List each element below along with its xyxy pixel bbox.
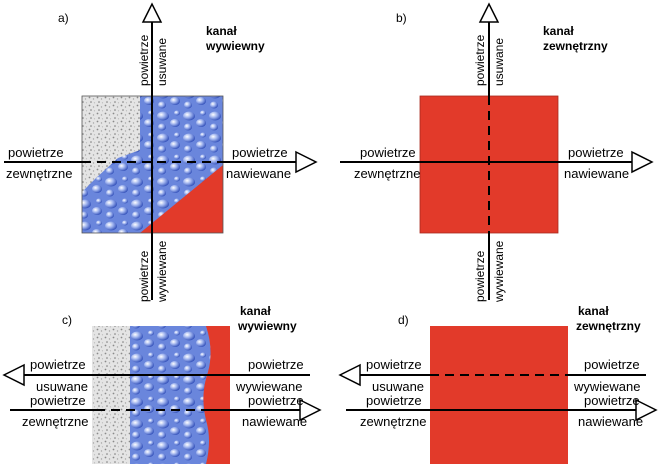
panel-b-right-label-line2: nawiewane [564,166,629,181]
panel-b-letter: b) [396,11,407,25]
panel-c-upper-right-label-line1: powietrze [248,357,304,372]
panel-d-letter: d) [398,313,409,327]
panel-c-upper-right-label-line2: wywiewane [235,379,302,394]
panel-d-upper-left-label-line1: powietrze [366,357,422,372]
panel-c-exchanger-square [92,326,230,464]
panel-a-up-arrow-icon [141,2,163,23]
panel-c-lower-right-label-line2: nawiewane [242,414,307,429]
panel-a-right-arrow-icon [295,150,318,174]
panel-b-channel-label-line2: zewnętrzny [543,39,608,53]
panel-a-top-label-line2: usuwane [155,38,169,86]
panel-b-left-label-line2: zewnętrzne [354,166,420,181]
panel-b: b) kanał zewnętrzny powietrze usuwane po… [340,2,654,303]
panel-b-right-label-line1: powietrze [568,145,624,160]
panel-d-lower-left-label-line2: zewnętrzne [360,414,426,429]
panel-c-lower-left-label-line1: powietrze [30,393,86,408]
panel-d-channel-label-line2: zewnętrzny [576,319,641,333]
panel-c-channel-label-line2: wywiewny [237,319,297,333]
panel-c-letter: c) [62,313,72,327]
panel-a-left-label-line1: powietrze [8,145,64,160]
panel-b-top-label-line2: usuwane [492,38,506,86]
panel-a-bottom-label-line2: wywiewane [155,240,169,303]
panel-d-right-arrow-icon [635,398,658,422]
panel-a-right-label-line2: nawiewane [226,166,291,181]
panel-c-lower-right-label-line1: powietrze [248,393,304,408]
panel-d-lower-left-label-line1: powietrze [366,393,422,408]
panel-a-channel-label-line1: kanał [206,24,237,38]
panel-d: d) kanał zewnętrzny powietrze usuwane po… [338,304,658,464]
panel-c: c) kanał wywiewny powietrze usuwane powi… [2,304,322,464]
panel-c-upper-left-label-line1: powietrze [30,357,86,372]
panel-d-lower-right-label-line1: powietrze [584,393,640,408]
panel-a-top-label-line1: powietrze [137,34,151,86]
panel-c-lower-left-label-line2: zewnętrzne [22,414,88,429]
panel-b-right-arrow-icon [631,150,654,174]
panel-b-bottom-label-line2: wywiewane [492,240,506,303]
panel-d-upper-right-label-line2: wywiewane [573,379,640,394]
panel-a-left-label-line2: zewnętrzne [6,166,72,181]
panel-b-up-arrow-icon [478,2,500,23]
panel-c-left-arrow-icon [2,363,25,387]
panel-d-lower-right-label-line2: nawiewane [578,414,643,429]
panel-d-exchanger-square [430,326,568,464]
panel-a-letter: a) [58,11,69,25]
panel-b-top-label-line1: powietrze [473,34,487,86]
panel-a-right-label-line1: powietrze [232,145,288,160]
panel-c-right-arrow-icon [299,398,322,422]
panel-d-channel-label-line1: kanał [578,304,609,318]
panel-d-upper-left-label-line2: usuwane [372,379,424,394]
panel-c-upper-left-label-line2: usuwane [36,379,88,394]
panel-a-channel-label-line2: wywiewny [205,39,265,53]
panel-d-left-arrow-icon [338,363,361,387]
panel-d-upper-right-label-line1: powietrze [584,357,640,372]
panel-a-bottom-label-line1: powietrze [137,250,151,302]
panel-b-channel-label-line1: kanał [543,24,574,38]
panel-c-channel-label-line1: kanał [240,304,271,318]
panel-a: a) kanał wywiewny powietrze usuwane powi… [4,2,318,303]
panel-b-left-label-line1: powietrze [360,145,416,160]
panel-b-bottom-label-line1: powietrze [473,250,487,302]
